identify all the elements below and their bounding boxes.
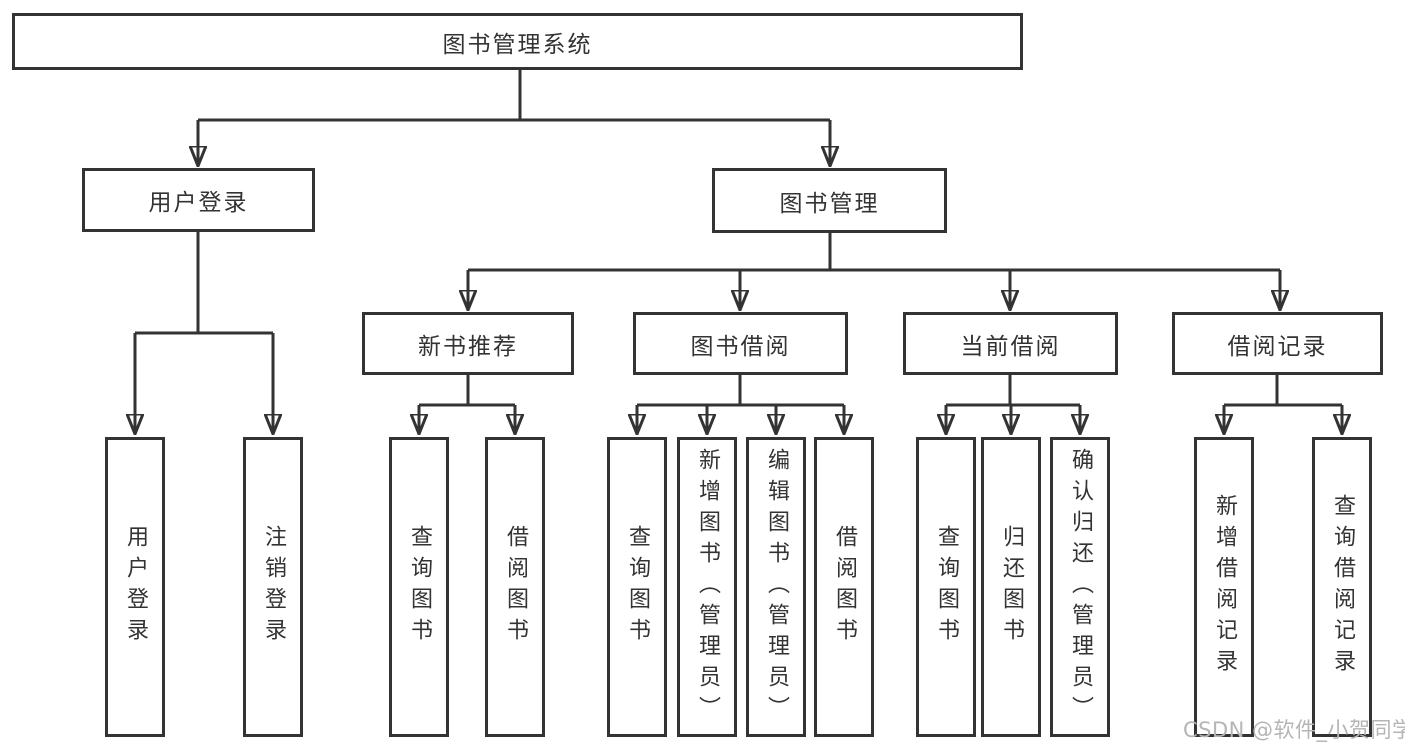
node-leaf-borrow-book-borrow: 借阅图书: [814, 437, 874, 737]
node-label: 新书推荐: [418, 333, 518, 360]
node-leaf-query-borrow-record: 查询借阅记录: [1312, 437, 1372, 737]
node-label: 查询图书: [407, 525, 432, 649]
connector-borrow-record-children: [1224, 375, 1342, 434]
node-label: 借阅图书: [832, 525, 857, 649]
node-label: 新增借阅记录: [1212, 494, 1237, 680]
connector-root-to-level2: [198, 68, 830, 166]
node-label: 查询图书: [625, 525, 650, 649]
node-leaf-logout: 注销登录: [243, 437, 303, 737]
node-leaf-user-login: 用户登录: [105, 437, 165, 737]
node-leaf-confirm-return-admin: 确认归还（管理员）: [1050, 437, 1110, 737]
connector-book-mgmt-children: [468, 232, 1280, 310]
node-leaf-return-book: 归还图书: [981, 437, 1041, 737]
node-label: 注销登录: [261, 525, 286, 649]
node-label: 用户登录: [148, 190, 249, 216]
node-leaf-borrow-book-newrec: 借阅图书: [485, 437, 545, 737]
node-leaf-edit-book-admin: 编辑图书（管理员）: [746, 437, 806, 737]
watermark: CSDN @软件_小贺同学: [1183, 718, 1405, 742]
node-label: 新增图书（管理员）: [695, 447, 720, 727]
node-label: 用户登录: [123, 525, 148, 649]
node-leaf-add-borrow-record: 新增借阅记录: [1194, 437, 1254, 737]
node-label: 查询图书: [934, 525, 959, 649]
node-label: 图书借阅: [690, 333, 791, 360]
node-label: 确认归还（管理员）: [1068, 447, 1093, 727]
node-current-borrow: 当前借阅: [903, 312, 1118, 375]
node-new-book-rec: 新书推荐: [362, 312, 574, 375]
node-user-login: 用户登录: [82, 168, 315, 232]
node-book-mgmt: 图书管理: [712, 168, 947, 233]
node-label: 图书管理系统: [442, 31, 593, 58]
node-book-borrow: 图书借阅: [633, 312, 848, 375]
connector-book-borrow-children: [637, 375, 844, 434]
node-root: 图书管理系统: [12, 13, 1023, 70]
node-leaf-query-book-borrow: 查询图书: [607, 437, 667, 737]
node-label: 编辑图书（管理员）: [764, 447, 789, 727]
node-leaf-query-book-current: 查询图书: [916, 437, 976, 737]
node-label: 查询借阅记录: [1330, 494, 1355, 680]
connector-current-borrow-children: [946, 375, 1080, 434]
node-borrow-record: 借阅记录: [1172, 312, 1383, 375]
node-leaf-add-book-admin: 新增图书（管理员）: [677, 437, 737, 737]
node-leaf-query-book-newrec: 查询图书: [389, 437, 449, 737]
connector-user-login-children: [135, 232, 273, 434]
node-label: 归还图书: [999, 525, 1024, 649]
node-label: 图书管理: [779, 190, 880, 217]
node-label: 当前借阅: [960, 333, 1061, 360]
connector-new-book-rec-children: [419, 375, 515, 434]
node-label: 借阅图书: [503, 525, 528, 649]
node-label: 借阅记录: [1227, 333, 1328, 360]
